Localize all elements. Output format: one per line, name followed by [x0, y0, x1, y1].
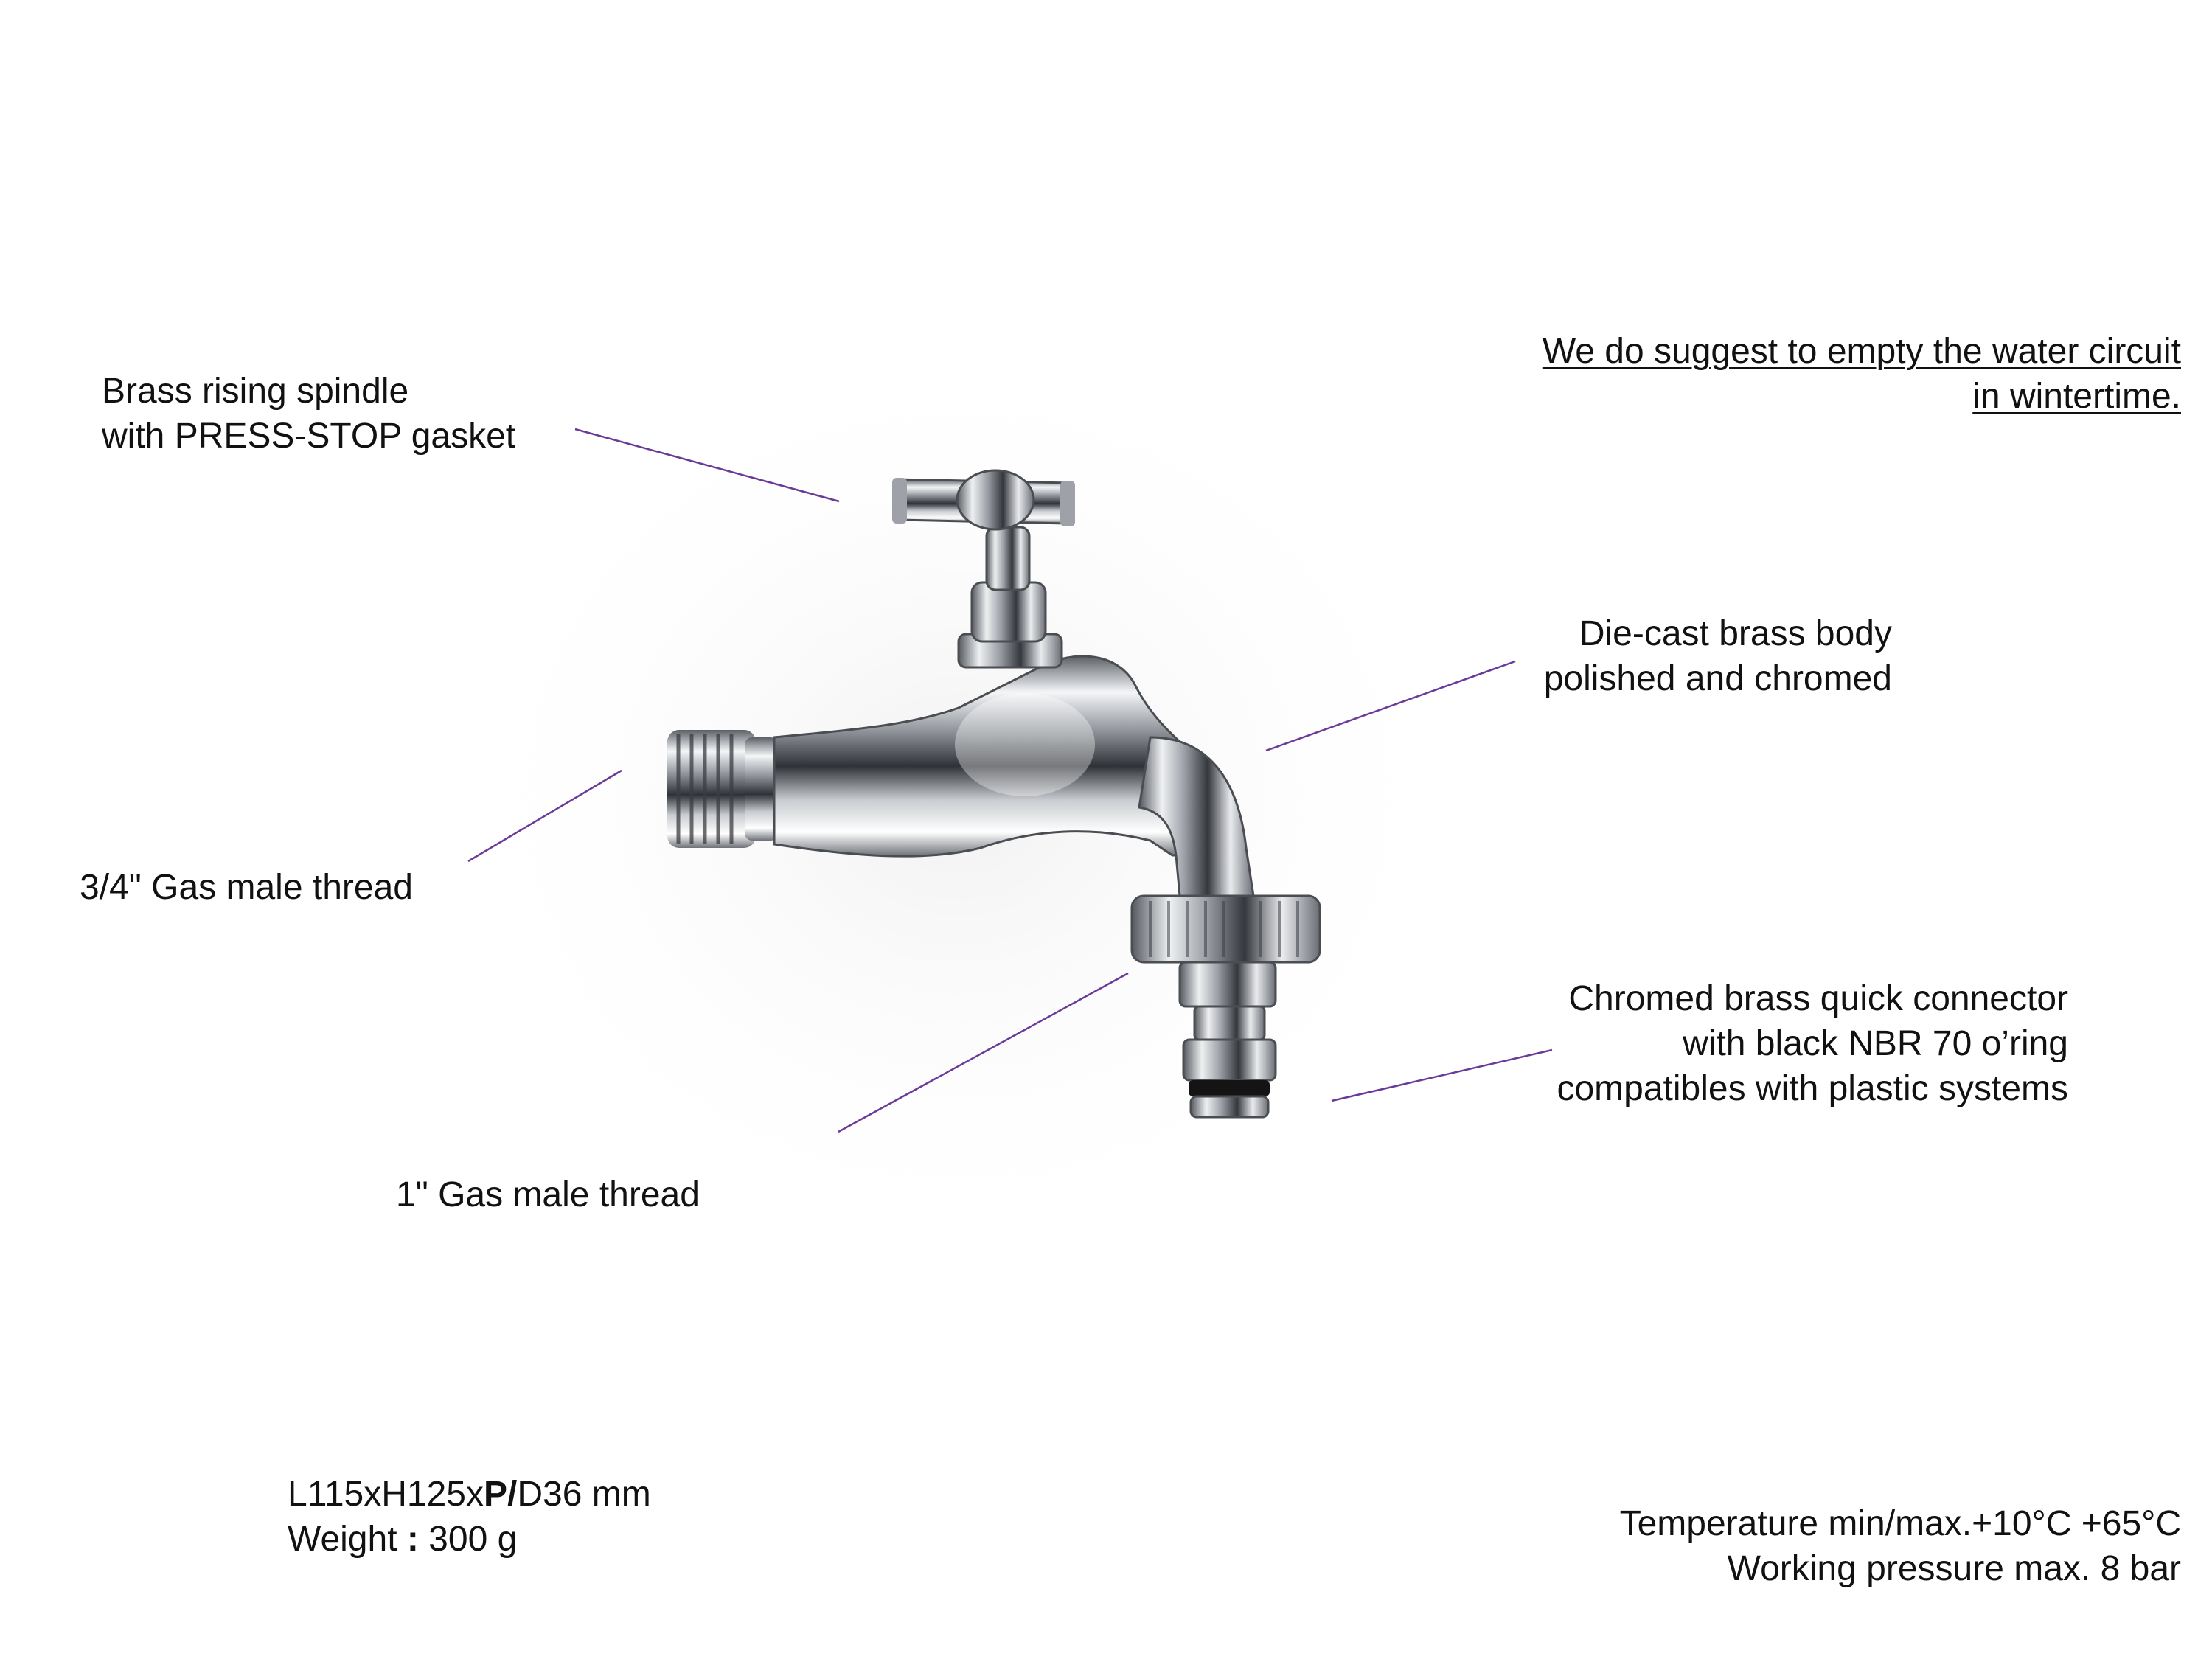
callout-inlet-size: 3/4"	[80, 868, 142, 907]
body-highlight	[955, 693, 1095, 796]
weight-colon: :	[406, 1520, 419, 1559]
callout-spindle-line-2: with PRESS-STOP gasket	[102, 417, 516, 456]
dimensions-text: L115xH125xP/D36 mm	[288, 1472, 651, 1517]
dimensions-prefix: L115xH125x	[288, 1475, 484, 1514]
cross-handle	[892, 469, 1075, 531]
o-ring	[1189, 1080, 1270, 1096]
dimensions-bold: P/	[483, 1475, 518, 1514]
bonnet	[957, 526, 1063, 669]
callout-connector-line-1: Chromed brass quick connector	[1568, 979, 2068, 1018]
weight-value: 300 g	[418, 1520, 518, 1559]
dimensions-suffix: D36 mm	[517, 1475, 651, 1514]
callout-spindle: Brass rising spindle with PRESS-STOP gas…	[102, 369, 515, 459]
temperature-rating: Temperature min/max.+10°C +65°C	[1619, 1504, 2181, 1543]
callout-inlet: 3/4" Gas male thread	[80, 865, 413, 910]
leader-line-outlet	[838, 972, 1129, 1133]
weight-text: Weight : 300 g	[288, 1517, 651, 1562]
callout-connector: Chromed brass quick connector with black…	[1557, 976, 2068, 1111]
callout-body-line-2: polished and chromed	[1543, 659, 1892, 698]
quick-connector	[1178, 961, 1277, 1119]
winter-note-line-1: We do suggest to empty the water circuit	[1542, 332, 2181, 371]
callout-inlet-text: Gas male thread	[151, 868, 413, 907]
leader-line-inlet	[467, 769, 622, 863]
callout-connector-line-2: with black NBR 70 o’ring	[1683, 1024, 2068, 1063]
spout	[1138, 736, 1255, 897]
weight-label: Weight	[288, 1520, 407, 1559]
leader-line-connector	[1331, 1048, 1553, 1102]
winter-note-line-2: in wintertime.	[1972, 377, 2181, 416]
callout-outlet: 1" Gas male thread	[396, 1172, 700, 1217]
ratings-block: Temperature min/max.+10°C +65°C Working …	[1620, 1501, 2181, 1591]
inlet-thread	[667, 730, 778, 848]
outlet-nut	[1130, 894, 1321, 964]
callout-body: Die-cast brass body polished and chromed	[1544, 611, 1892, 701]
callout-outlet-text: Gas male thread	[438, 1175, 700, 1214]
callout-connector-line-3: compatibles with plastic systems	[1557, 1069, 2068, 1108]
callout-outlet-size: 1"	[396, 1175, 428, 1214]
callout-body-line-1: Die-cast brass body	[1579, 614, 1892, 653]
callout-spindle-line-1: Brass rising spindle	[102, 372, 409, 411]
pressure-rating: Working pressure max. 8 bar	[1727, 1549, 2181, 1588]
leader-line-body	[1265, 660, 1516, 752]
leader-line-spindle	[574, 428, 840, 503]
winter-note: We do suggest to empty the water circuit…	[1543, 329, 2181, 419]
specs-block: L115xH125xP/D36 mm Weight : 300 g	[288, 1472, 651, 1562]
